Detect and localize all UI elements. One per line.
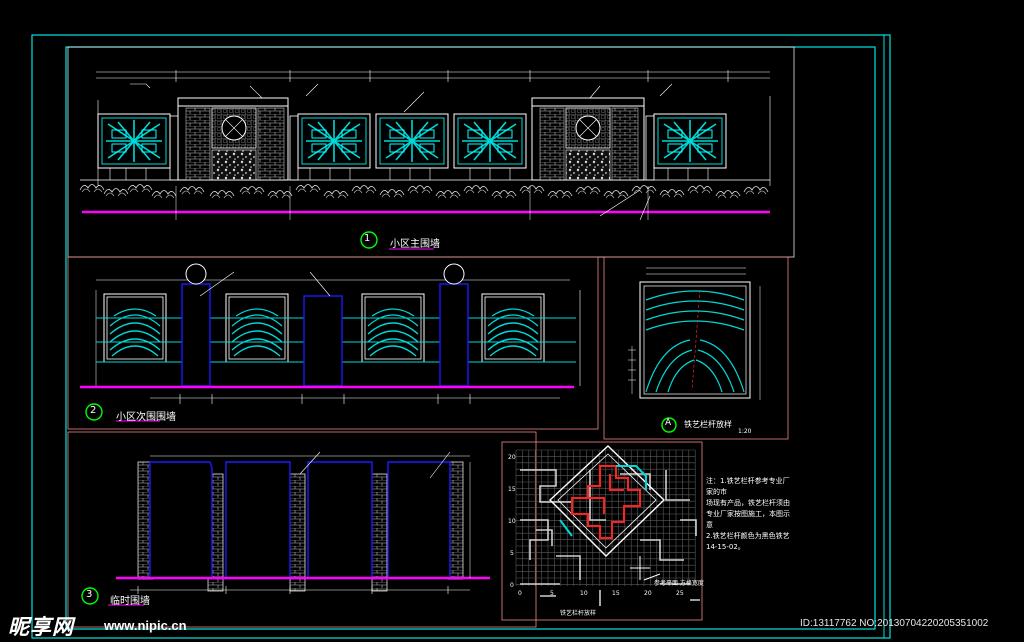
- watermark-id: ID:13117762 NO:20130704220205351002: [800, 618, 989, 629]
- grid-ylabel-0: 0: [510, 582, 514, 589]
- grid-pattern-detail: [515, 445, 700, 606]
- note-line-5: 14-15-02。: [706, 543, 745, 551]
- grid-xlabel-25: 25: [676, 590, 684, 597]
- detailA-scale: 1:20: [738, 428, 752, 435]
- grid-ylabel-5: 5: [510, 550, 514, 557]
- construction-notes: 注：1.铁艺栏杆参考专业厂家的市 场现有产品，铁艺栏杆须由 专业厂家按图施工，本…: [706, 476, 792, 553]
- view3-number: 3: [86, 589, 93, 600]
- detailA-drawing: [628, 267, 761, 433]
- grid-ylabel-15: 15: [508, 486, 516, 493]
- detailA-letter: A: [665, 418, 672, 428]
- grid-xlabel-20: 20: [644, 590, 652, 597]
- outer-border-frame: [31, 34, 891, 639]
- view1-elevation: [79, 70, 771, 250]
- grid-xlabel-15: 15: [612, 590, 620, 597]
- grid-side-note: 参考平面 方格宽度: [654, 580, 704, 587]
- detailA-frame: [603, 256, 789, 440]
- view3-title: 临时围墙: [110, 596, 150, 607]
- grid-caption: 铁艺栏杆放样: [560, 610, 597, 617]
- watermark-url: www.nipic.cn: [104, 618, 187, 633]
- grid-ylabel-20: 20: [508, 454, 516, 461]
- grid-xlabel-5: 5: [550, 590, 554, 597]
- detailA-title: 铁艺栏杆放样: [684, 420, 732, 429]
- grid-xlabel-10: 10: [580, 590, 588, 597]
- grid-xlabel-0: 0: [518, 590, 522, 597]
- view2-frame: [67, 256, 599, 430]
- view1-title: 小区主围墙: [390, 239, 440, 250]
- view2-title: 小区次围围墙: [116, 412, 176, 423]
- note-line-1: 注：1.铁艺栏杆参考专业厂家的市: [706, 477, 790, 496]
- note-line-3: 专业厂家按图施工，本图示意: [706, 510, 790, 529]
- grid-detail-frame: [501, 441, 703, 621]
- note-line-4: 2.铁艺栏杆颜色为黑色铁艺: [706, 532, 790, 540]
- grid-ylabel-10: 10: [508, 518, 516, 525]
- view3-elevation: [81, 451, 490, 606]
- watermark-brand: 昵享网: [8, 614, 74, 639]
- view2-number: 2: [90, 405, 97, 416]
- view1-number: 1: [364, 233, 371, 244]
- note-line-2: 场现有产品，铁艺栏杆须由: [706, 499, 790, 507]
- view2-elevation: [80, 263, 581, 422]
